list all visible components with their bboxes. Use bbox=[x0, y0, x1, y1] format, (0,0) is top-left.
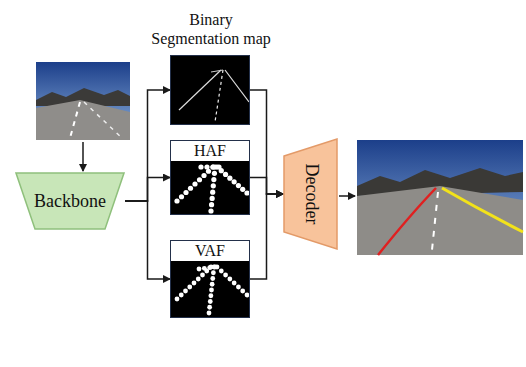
connector bbox=[125, 90, 170, 201]
node-label: Binary Segmentation map bbox=[145, 10, 277, 48]
connector bbox=[250, 178, 283, 195]
output-image bbox=[357, 140, 523, 255]
vaf-map: VAF bbox=[170, 240, 250, 318]
output-arrow bbox=[339, 195, 355, 197]
connector bbox=[250, 194, 283, 279]
backbone-block: Backbone bbox=[15, 172, 125, 230]
node-label: Backbone bbox=[15, 172, 125, 230]
node-shape bbox=[171, 56, 249, 124]
node-label: HAF bbox=[171, 141, 249, 161]
haf-map: HAF bbox=[170, 140, 250, 215]
input-image bbox=[36, 62, 130, 140]
connector bbox=[125, 178, 170, 202]
node-label: VAF bbox=[171, 241, 249, 261]
input-arrow bbox=[82, 142, 84, 171]
decoder-block: Decoder bbox=[283, 138, 338, 250]
connector bbox=[125, 201, 170, 279]
segmentation-map: Binary Segmentation map bbox=[170, 55, 250, 125]
connector bbox=[250, 90, 283, 194]
node-label: Decoder bbox=[300, 164, 321, 225]
